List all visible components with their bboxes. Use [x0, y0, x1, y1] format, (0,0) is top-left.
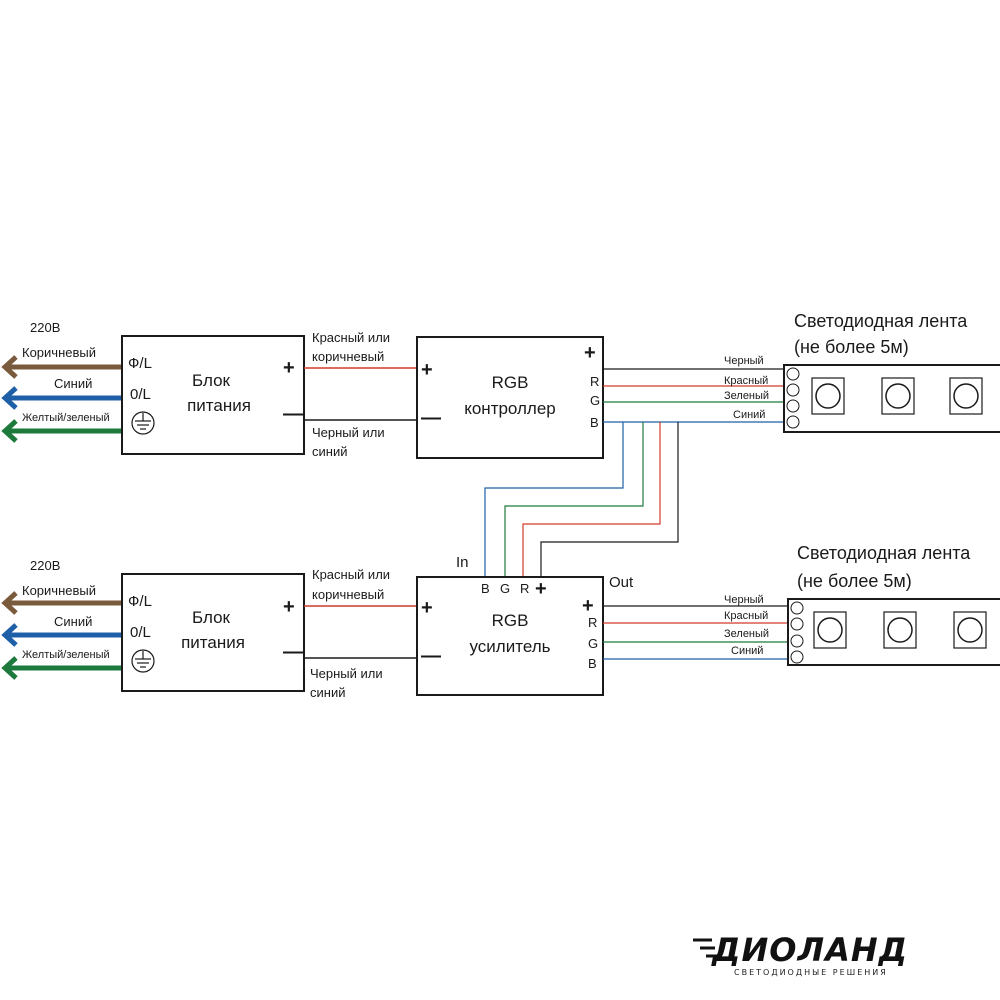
top-phase-label: Ф/L [128, 355, 152, 372]
bottom-psu-minus: — [283, 641, 303, 663]
top-strip-title-1: Светодиодная лента [794, 311, 968, 331]
top-neutral-label: 0/L [130, 386, 151, 403]
bottom-psu-title-2: питания [181, 633, 245, 652]
top-brown-label: Коричневый [22, 345, 96, 360]
controller-g: G [590, 393, 600, 408]
blue-arrow-icon [1, 623, 18, 647]
top-psu-minus: — [283, 403, 303, 425]
top-plus-wire-label-1: Красный или [312, 330, 390, 345]
amplifier-in-plus: + [535, 578, 547, 600]
bottom-strip-green-label: Зеленый [724, 628, 769, 640]
bottom-section: 220В Коричневый Синий Желтый/зеленый Ф/L… [1, 543, 1000, 700]
top-voltage-label: 220В [30, 320, 60, 335]
bottom-plus-wire-label-1: Красный или [312, 567, 390, 582]
amplifier-r: R [588, 615, 597, 630]
green-arrow-icon [1, 656, 18, 680]
bottom-minus-wire-label-1: Черный или [310, 666, 383, 681]
led-chip-icon [883, 611, 917, 649]
bottom-brown-wire [1, 591, 122, 615]
top-power-supply: Ф/L 0/L Блок питания + — [121, 335, 305, 455]
bottom-blue-wire [1, 623, 122, 647]
amplifier-plus-in: + [421, 597, 433, 619]
controller-title-1: RGB [492, 373, 529, 392]
amplifier-out-label: Out [609, 574, 634, 591]
logo-tagline: СВЕТОДИОДНЫЕ РЕШЕНИЯ [734, 968, 888, 977]
bottom-plus-wire-label-2: коричневый [312, 587, 384, 602]
controller-title-2: контроллер [464, 399, 556, 418]
brown-arrow-icon [1, 591, 18, 615]
bottom-minus-wire-label-2: синий [310, 685, 345, 700]
bottom-mains: 220В Коричневый Синий Желтый/зеленый [1, 558, 122, 680]
amplifier-g: G [588, 636, 598, 651]
top-section: 220В Коричневый Синий Желтый/зеленый Ф/L… [1, 311, 1000, 459]
top-strip-title-2: (не более 5м) [794, 337, 909, 357]
controller-b: B [590, 415, 599, 430]
logo-name: ДИОЛАНД [711, 931, 908, 969]
top-strip-black-label: Черный [724, 355, 764, 367]
bottom-ground-label: Желтый/зеленый [22, 649, 110, 661]
top-strip-green-label: Зеленый [724, 390, 769, 402]
bottom-strip-title-1: Светодиодная лента [797, 543, 971, 563]
bottom-strip-title-2: (не более 5м) [797, 571, 912, 591]
top-ground-label: Желтый/зеленый [22, 412, 110, 424]
ground-icon [131, 649, 155, 673]
ground-icon [131, 411, 155, 435]
top-strip-red-label: Красный [724, 375, 768, 387]
top-minus-wire-label-1: Черный или [312, 425, 385, 440]
led-chip-icon [811, 377, 845, 415]
bottom-voltage-label: 220В [30, 558, 60, 573]
green-arrow-icon [1, 419, 18, 443]
top-blue-wire [1, 386, 122, 410]
bottom-green-wire [1, 656, 122, 680]
bottom-led-strip [787, 598, 1000, 666]
bottom-strip-black-label: Черный [724, 594, 764, 606]
top-psu-plus: + [283, 357, 295, 379]
amplifier-in-g: G [500, 581, 510, 596]
bottom-neutral-label: 0/L [130, 624, 151, 641]
amplifier-in-b: B [481, 581, 490, 596]
top-mains: 220В Коричневый Синий Желтый/зеленый [1, 320, 122, 443]
top-led-strip [783, 364, 1000, 433]
bottom-blue-label: Синий [54, 614, 92, 629]
controller-minus-in: — [421, 407, 441, 429]
top-minus-wire-label-2: синий [312, 444, 347, 459]
led-chip-icon [949, 377, 983, 415]
top-blue-label: Синий [54, 376, 92, 391]
controller-plus-in: + [421, 359, 433, 381]
speed-lines-icon [693, 938, 718, 958]
led-chip-icon [953, 611, 987, 649]
top-psu-title-2: питания [187, 396, 251, 415]
bottom-psu-title-1: Блок [192, 608, 231, 627]
bottom-power-supply: Ф/L 0/L Блок питания + — [121, 573, 305, 692]
brown-arrow-icon [1, 355, 18, 379]
top-psu-title-1: Блок [192, 371, 231, 390]
led-chip-icon [813, 611, 847, 649]
amplifier-minus-in: — [421, 645, 441, 667]
bottom-strip-red-label: Красный [724, 610, 768, 622]
top-plus-wire-label-2: коричневый [312, 349, 384, 364]
amplifier-title-2: усилитель [470, 637, 551, 656]
rgb-controller: + — RGB контроллер + R G B [416, 336, 604, 459]
bottom-psu-plus: + [283, 596, 295, 618]
bottom-strip-blue-label: Синий [731, 645, 763, 657]
amplifier-b: B [588, 656, 597, 671]
rgb-amplifier: In Out B G R + + — RGB усилитель + R G B [416, 554, 634, 696]
bottom-phase-label: Ф/L [128, 593, 152, 610]
top-green-wire [1, 419, 122, 443]
led-chip-icon [881, 377, 915, 415]
amplifier-title-1: RGB [492, 611, 529, 630]
blue-arrow-icon [1, 386, 18, 410]
brand-logo: ДИОЛАНД СВЕТОДИОДНЫЕ РЕШЕНИЯ [693, 931, 908, 977]
controller-plus-out: + [584, 342, 596, 364]
top-strip-blue-label: Синий [733, 409, 765, 421]
amplifier-in-label: In [456, 554, 469, 571]
amplifier-plus-out: + [582, 595, 594, 617]
amplifier-in-r: R [520, 581, 529, 596]
top-brown-wire [1, 355, 122, 379]
controller-to-amplifier-wires [484, 422, 679, 578]
bottom-brown-label: Коричневый [22, 583, 96, 598]
controller-r: R [590, 374, 599, 389]
